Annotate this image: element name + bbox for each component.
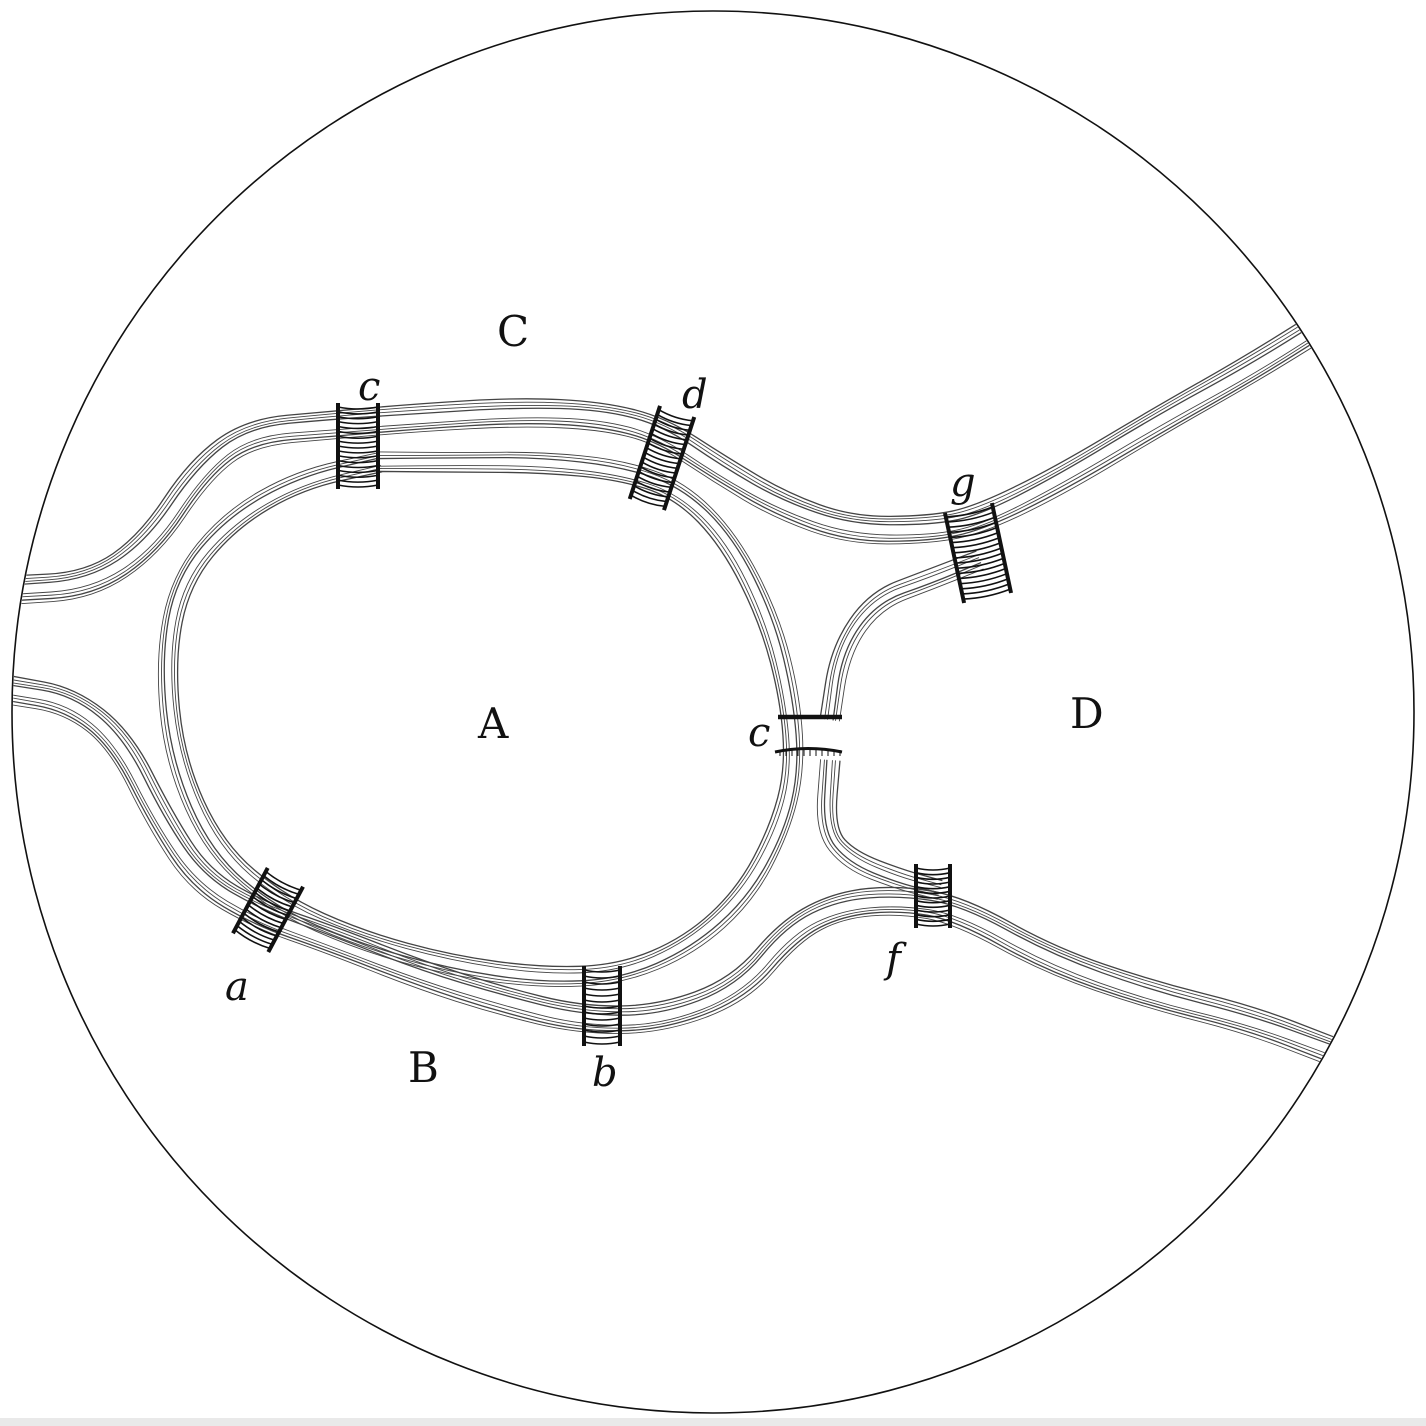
bottom-edge-bar: [0, 1418, 1426, 1426]
bridge-label-c-top: c: [358, 364, 380, 410]
bridge-label-f: f: [883, 936, 907, 982]
region-label-b: B: [408, 1043, 439, 1092]
bridge-d: [627, 405, 697, 511]
bridge-g: [943, 502, 1013, 604]
river-upper-left-outer: [13, 307, 1338, 605]
river-lower-right: [816, 759, 943, 900]
bridge-label-d: d: [682, 372, 708, 418]
region-label-a: A: [477, 699, 509, 748]
bridge-label-b: b: [592, 1050, 618, 1096]
bridge-c-middle: [774, 714, 843, 756]
bridge-label-g: g: [950, 460, 976, 506]
bridge-label-a: a: [225, 964, 249, 1010]
bridge-label-c-middle: c: [748, 710, 770, 756]
outer-circle: [11, 10, 1415, 1414]
river-lower-left-outer: [13, 675, 1335, 1065]
bridge-f: [914, 864, 952, 928]
bridge-b: [582, 966, 622, 1046]
region-label-c: C: [497, 307, 529, 356]
region-label-d: D: [1070, 689, 1104, 738]
bridge-c-top: [336, 403, 380, 489]
river-upper-right: [819, 550, 984, 722]
bridge-a: [231, 867, 305, 953]
